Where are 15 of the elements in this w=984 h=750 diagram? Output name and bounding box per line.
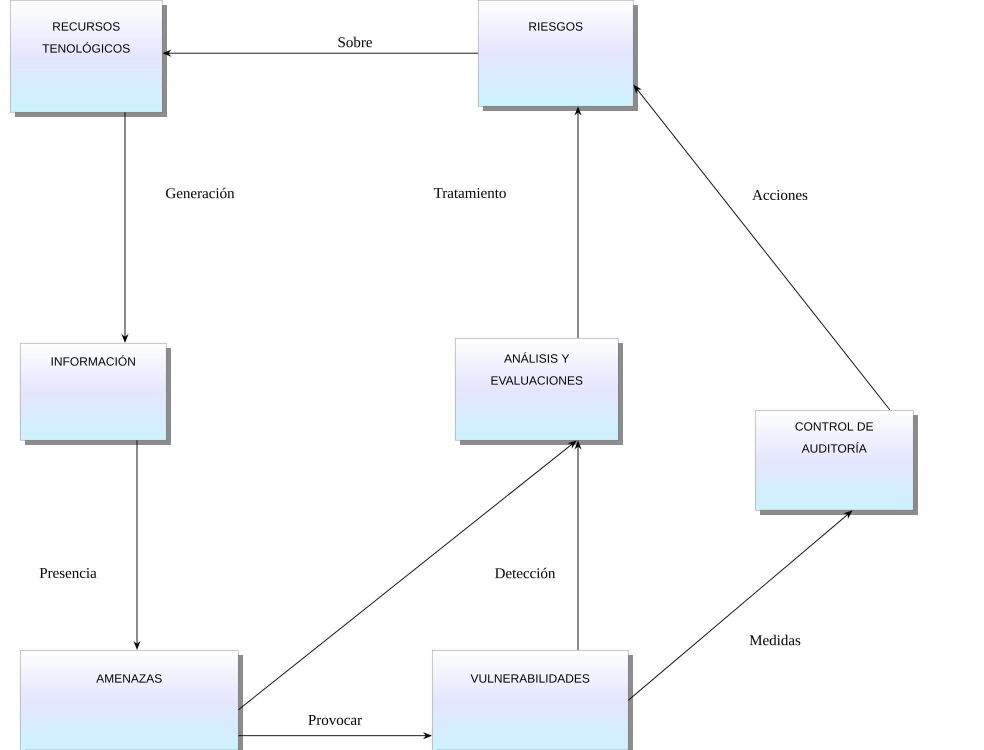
process-box: RIESGOS <box>478 0 638 111</box>
edge-label: Detección <box>494 566 556 580</box>
edge-label: Provocar <box>306 714 364 726</box>
process-box: AMENAZAS <box>20 650 243 750</box>
edge-label: Presencia <box>38 566 98 580</box>
edge-label: Medidas <box>748 634 802 646</box>
edge-label: Sobre <box>336 36 374 48</box>
edge-label: Tratamiento <box>432 186 508 200</box>
process-box: INFORMACIÓN <box>20 343 171 445</box>
process-box: VULNERABILIDADES <box>432 650 633 750</box>
process-box: RECURSOS TENOLÓGICOS <box>10 0 167 117</box>
process-box: CONTROL DE AUDITORÍA <box>755 410 918 515</box>
edge-label: Generación <box>164 186 236 200</box>
edge-label: Acciones <box>751 188 809 202</box>
process-box: ANÁLISIS Y EVALUACIONES <box>455 338 623 445</box>
